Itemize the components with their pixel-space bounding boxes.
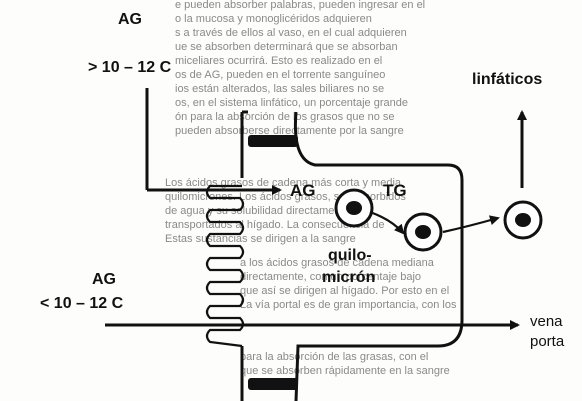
label-porta: porta [530,333,565,350]
background-text-line: para la absorción de las grasas, con el [240,351,429,363]
tight-junction-bottom [248,378,298,390]
background-text-line: os de AG, pueden en el torrente sanguíne… [175,69,386,81]
background-text-line: La vía portal es de gran importancia, co… [240,299,457,311]
background-text-line: ios están alterados, las sales biliares … [175,83,385,95]
background-text-line: miceliares ocurrirá. Esto es realizado e… [175,55,383,67]
label-tg: TG [383,181,407,200]
background-text-line: de agua y su solubilidad directamente ví… [165,205,368,217]
label-vena: vena [530,313,563,330]
background-text-line: e pueden absorber palabras, pueden ingre… [175,0,426,11]
background-text-line: ue se absorben determinará que se absorb… [175,41,398,53]
chylomicron-export-arrow [442,215,500,234]
background-text-line: que así se dirigen al hígado. Por esto e… [240,285,450,297]
label-ag-bottom: AG [92,271,116,288]
background-text-line: quilomicrones. Los ácidos grasos, ser ab… [165,191,406,203]
background-text-line: a los ácidos grasos de cadena mediana [240,257,434,269]
tg-to-chylomicron-arrow [369,210,405,235]
tight-junction-top [248,135,298,147]
cell-outline [240,110,464,401]
background-text-line: transportados al hígado. La consecuencia… [165,219,385,231]
label-linfaticos: linfáticos [472,71,543,88]
label-quilomicron-line1: quilo- [328,247,372,264]
background-text-line: que se absorben rápidamente en la sangre [240,365,450,377]
label-ag-top: AG [118,11,142,28]
background-text-line: pueden absorberse directamente por la sa… [175,125,404,137]
label-ag-inside: AG [290,181,316,200]
background-text-line: o la mucosa y monoglicéridos adquieren [175,13,372,25]
label-ag-bottom-condition: < 10 – 12 C [40,295,124,312]
background-text-line: Los ácidos grasos de cadena más corta y … [165,177,402,189]
background-text-line: Estas sustancias se dirigen a la sangre [165,233,356,245]
chylomicron-inner-core [415,225,431,239]
tg-droplet-core [346,201,362,215]
background-text-line: s a través de ellos al vaso, en el cual … [175,27,407,39]
chylomicron-exported-core [515,213,531,227]
microvilli-brush-border [205,184,245,348]
label-quilomicron-line2: micrón [322,269,376,286]
label-ag-top-condition: > 10 – 12 C [88,59,172,76]
background-text-line: ón para la absorción de los grasos que n… [175,111,395,123]
background-text-line: os, en el sistema linfático, un porcenta… [175,97,408,109]
background-text-line: directamente, con un porcentaje bajo [240,271,422,283]
